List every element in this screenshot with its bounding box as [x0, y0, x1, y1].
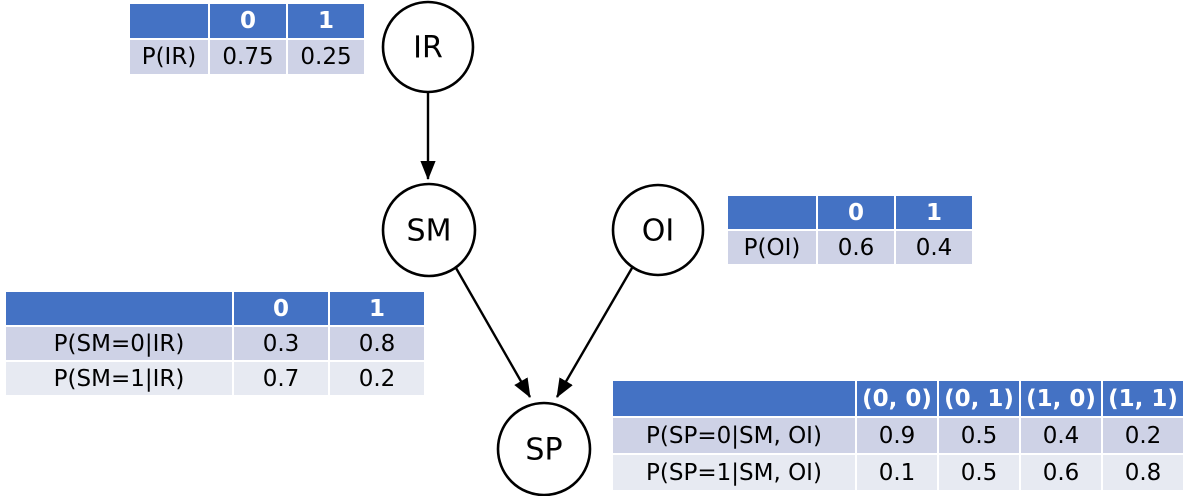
node-oi-label: OI — [642, 214, 674, 249]
header-cell: (1, 0) — [1021, 381, 1101, 416]
row-value: 0.6 — [818, 231, 894, 264]
node-sp[interactable]: SP — [496, 401, 592, 496]
header-cell: 1 — [330, 292, 424, 325]
cpt-table-oi: 0 1 P(OI) 0.6 0.4 — [726, 194, 974, 266]
row-label: P(SM=1|IR) — [6, 362, 232, 395]
cpt-table-sm: 0 1 P(SM=0|IR) 0.3 0.8 P(SM=1|IR) 0.7 0.… — [4, 290, 426, 397]
edge-oi-to-sp — [555, 267, 634, 398]
header-cell: 0 — [234, 292, 328, 325]
row-value: 0.2 — [330, 362, 424, 395]
row-value: 0.9 — [857, 418, 937, 453]
row-value: 0.8 — [1103, 455, 1183, 490]
table-header-row: (0, 0) (0, 1) (1, 0) (1, 1) — [613, 381, 1183, 416]
node-ir-circle — [381, 0, 475, 94]
node-ir-label: IR — [413, 31, 443, 66]
row-value: 0.4 — [896, 231, 972, 264]
header-corner — [613, 381, 855, 416]
table-row: P(IR) 0.75 0.25 — [130, 40, 364, 74]
row-label: P(SP=1|SM, OI) — [613, 455, 855, 490]
cpt-table-ir: 0 1 P(IR) 0.75 0.25 — [128, 2, 366, 76]
table-row: P(SM=1|IR) 0.7 0.2 — [6, 362, 424, 395]
node-sp-circle — [496, 401, 592, 496]
table-row: P(SP=0|SM, OI) 0.9 0.5 0.4 0.2 — [613, 418, 1183, 453]
node-sm[interactable]: SM — [381, 182, 477, 278]
row-label: P(IR) — [130, 40, 208, 74]
header-corner — [6, 292, 232, 325]
header-cell: 0 — [818, 196, 894, 229]
row-label: P(OI) — [728, 231, 816, 264]
node-oi[interactable]: OI — [611, 183, 705, 277]
header-cell: 1 — [896, 196, 972, 229]
table-row: P(SP=1|SM, OI) 0.1 0.5 0.6 0.8 — [613, 455, 1183, 490]
header-cell: (1, 1) — [1103, 381, 1183, 416]
table-row: P(SM=0|IR) 0.3 0.8 — [6, 327, 424, 360]
node-ir[interactable]: IR — [381, 0, 475, 94]
row-label: P(SM=0|IR) — [6, 327, 232, 360]
table-header-row: 0 1 — [728, 196, 972, 229]
table-row: P(OI) 0.6 0.4 — [728, 231, 972, 264]
cpt-table-sp: (0, 0) (0, 1) (1, 0) (1, 1) P(SP=0|SM, O… — [611, 379, 1185, 492]
row-value: 0.8 — [330, 327, 424, 360]
row-value: 0.2 — [1103, 418, 1183, 453]
node-sm-label: SM — [407, 214, 452, 249]
header-cell: (0, 1) — [939, 381, 1019, 416]
header-corner — [728, 196, 816, 229]
node-sm-circle — [381, 182, 477, 278]
row-value: 0.5 — [939, 418, 1019, 453]
header-cell: 1 — [288, 4, 364, 38]
node-sp-label: SP — [525, 433, 562, 468]
row-value: 0.7 — [234, 362, 328, 395]
header-cell: (0, 0) — [857, 381, 937, 416]
row-value: 0.6 — [1021, 455, 1101, 490]
row-value: 0.5 — [939, 455, 1019, 490]
row-value: 0.3 — [234, 327, 328, 360]
edge-sm-to-sp — [454, 267, 532, 398]
row-value: 0.25 — [288, 40, 364, 74]
node-oi-circle — [611, 183, 705, 277]
row-label: P(SP=0|SM, OI) — [613, 418, 855, 453]
row-value: 0.4 — [1021, 418, 1101, 453]
header-cell: 0 — [210, 4, 286, 38]
row-value: 0.1 — [857, 455, 937, 490]
table-header-row: 0 1 — [6, 292, 424, 325]
row-value: 0.75 — [210, 40, 286, 74]
table-header-row: 0 1 — [130, 4, 364, 38]
header-corner — [130, 4, 208, 38]
